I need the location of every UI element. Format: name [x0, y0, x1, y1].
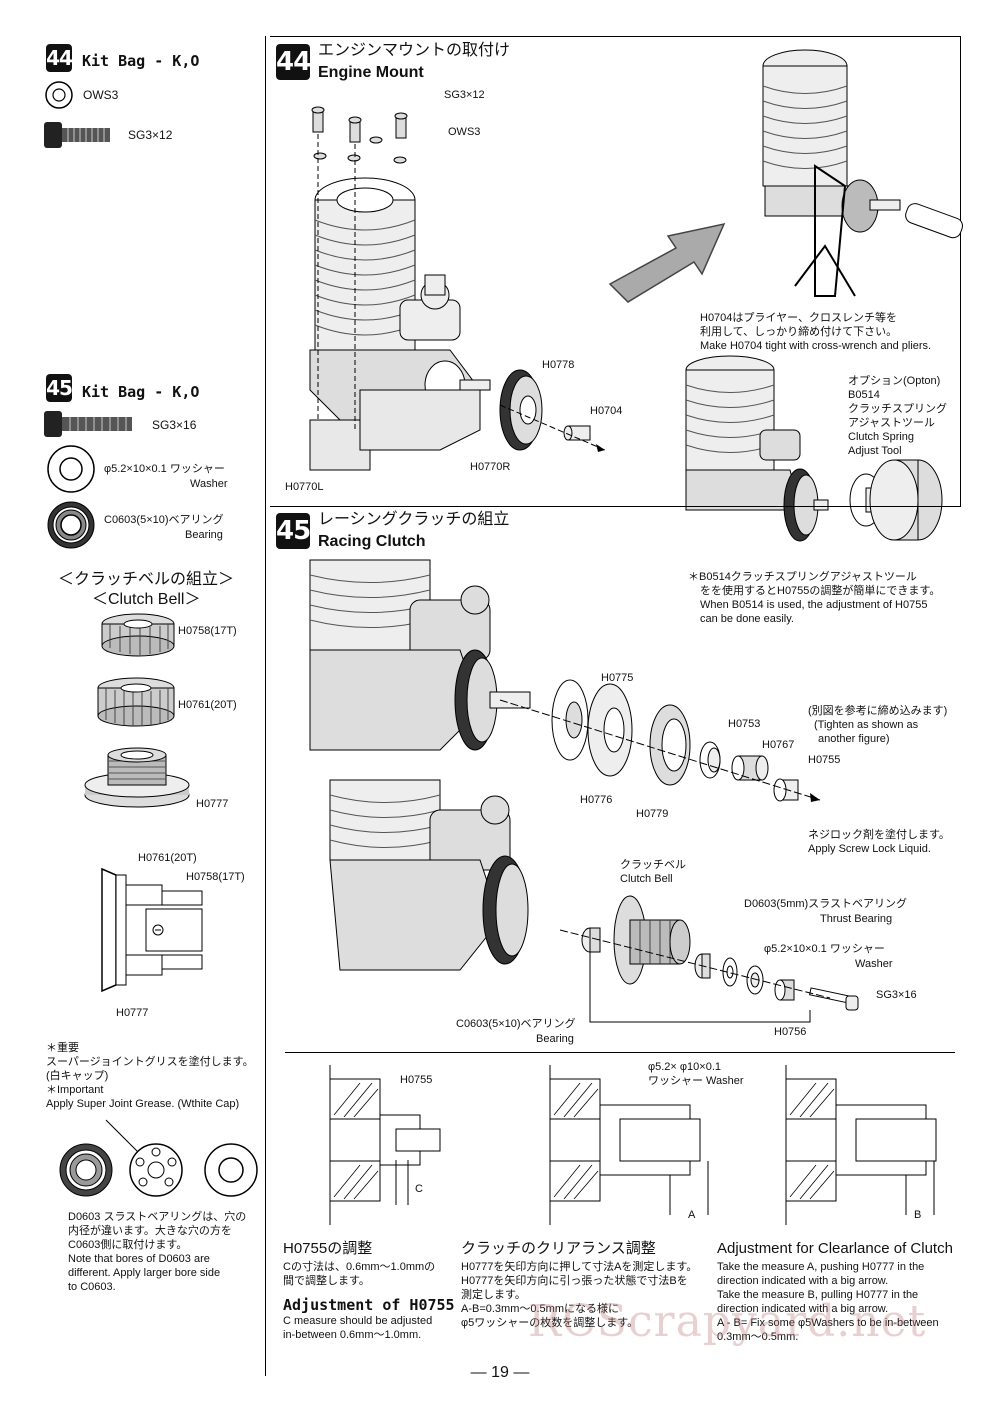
tighten-note: (別図を参考に締め込みます) (Tighten as shown as anot… [808, 705, 948, 745]
clutch-bell-heading-jp: ＜クラッチベルの組立＞ [58, 571, 235, 588]
em-h0704-label: H0704 [590, 405, 623, 417]
d0603-note: D0603 スラストベアリングは、穴の 内径が違います。大きな穴の方を C060… [68, 1211, 247, 1293]
rc-h0755-label: H0755 [808, 754, 841, 766]
racing-clutch-title-en: Racing Clutch [318, 533, 426, 550]
em-ows3-label: OWS3 [448, 126, 481, 138]
rc-h0775-label: H0775 [601, 672, 634, 684]
screw-lock-note: ネジロック剤を塗付します。 Apply Screw Lock Liquid. [808, 829, 950, 855]
engine-mount-drawing [309, 106, 606, 471]
adj-a-dim-label: A [688, 1209, 696, 1221]
adj-washer-label-1: φ5.2× φ10×0.1 [648, 1061, 721, 1073]
watermark: RCScrapyard.net [528, 1296, 927, 1347]
engine-mount-title-jp: エンジンマウントの取付け [318, 42, 511, 59]
h0761-label: H0761(20T) [178, 699, 237, 711]
b0514-note: ＊B0514クラッチスプリングアジャストツール をを使用するとH0755の調整が… [688, 571, 941, 625]
bearing-sublabel: Bearing [185, 529, 223, 541]
rc-thrust-en-label: Thrust Bearing [820, 913, 893, 925]
rc-bearing-jp-label: C0603(5×10)ベアリング [456, 1018, 576, 1030]
grease-parts-icon [59, 1119, 258, 1197]
racing-clutch-lower-drawing [329, 779, 859, 1023]
rc-washer-jp-label: φ5.2×10×0.1 ワッシャー [764, 943, 885, 955]
racing-clutch-title-jp: レーシングクラッチの組立 [318, 511, 510, 528]
clearance-title-en: Adjustment for Clearlance of Clutch [717, 1240, 953, 1257]
rc-h0776-label: H0776 [580, 794, 613, 806]
step-44-badge: 44 [46, 44, 73, 72]
gear-17t-icon [101, 613, 175, 657]
adjust-tool-drawing [685, 355, 943, 542]
page-number: — 19 — [470, 1364, 530, 1381]
h0755-adjust-title-jp: H0755の調整 [283, 1240, 373, 1257]
clearance-title-jp: クラッチのクリアランス調整 [461, 1240, 656, 1257]
em-h0770r-label: H0770R [470, 461, 511, 473]
clutch-bell-heading-en: ＜Clutch Bell＞ [92, 591, 201, 608]
washer-sublabel: Washer [190, 478, 228, 490]
ows3-washer-icon [45, 81, 73, 109]
h0777-label: H0777 [196, 798, 229, 810]
h0755-adjust-text-jp: Cの寸法は、0.6mm～1.0mmの 間で調整します。 [283, 1261, 436, 1287]
h0755-section-figure [329, 1065, 441, 1225]
adjust-top-rule [285, 1052, 955, 1053]
clearance-text-en: Take the measure A, pushing H0777 in the… [717, 1261, 939, 1343]
engine-mount-step-badge: 44 [276, 44, 311, 80]
sg3x16-label: SG3×16 [152, 418, 197, 432]
rc-sg3x16-label: SG3×16 [876, 989, 917, 1001]
ows3-label: OWS3 [83, 88, 119, 102]
bearing-icon [47, 501, 95, 549]
bearing-label: C0603(5×10)ベアリング [104, 514, 224, 526]
sg3x16-screw-icon [44, 411, 132, 437]
rc-thrust-jp-label: D0603(5mm)スラストベアリング [744, 898, 907, 910]
rc-bell-jp-label: クラッチベル [620, 859, 686, 871]
em-h0770l-label: H0770L [285, 481, 324, 493]
section-h0761-label: H0761(20T) [138, 852, 197, 864]
rc-bell-en-label: Clutch Bell [620, 873, 673, 885]
adj-c-dim-label: C [415, 1183, 423, 1195]
rc-h0779-label: H0779 [636, 808, 669, 820]
em-sg3x12-label: SG3×12 [444, 89, 485, 101]
rc-h0756-label: H0756 [774, 1026, 807, 1038]
h0755-adjust-text-en: C measure should be adjusted in-between … [283, 1315, 433, 1341]
clearance-text-jp: H0777を矢印方向に押して寸法Aを測定します。 H0777を矢印方向に引っ張っ… [461, 1261, 698, 1329]
engine-mount-title-en: Engine Mount [318, 64, 424, 81]
step-45-badge: 45 [46, 374, 73, 402]
tightening-drawing [762, 49, 963, 297]
rc-h0753-label: H0753 [728, 718, 761, 730]
washer-label: φ5.2×10×0.1 ワッシャー [104, 463, 225, 475]
clutch-bell-hub-icon [84, 747, 190, 808]
clutch-bell-section-drawing [101, 867, 203, 993]
kit-bag-label-45: Kit Bag - K,O [82, 383, 200, 401]
h0755-adjust-title-en: Adjustment of H0755 [283, 1296, 455, 1314]
racing-clutch-frame [270, 506, 960, 1051]
section-h0758-label: H0758(17T) [186, 871, 245, 883]
clearance-b-figure [785, 1065, 937, 1225]
option-tool-note: オプション(Opton) B0514 クラッチスプリング アジャストツール Cl… [848, 375, 947, 457]
big-arrow-icon [608, 222, 726, 303]
rc-washer-en-label: Washer [855, 958, 893, 970]
washer-icon [47, 445, 95, 493]
section-h0777-label: H0777 [116, 1007, 149, 1019]
sg3x12-label: SG3×12 [128, 128, 173, 142]
h0704-note: H0704はプライヤー、クロスレンチ等を 利用して、しっかり締め付けて下さい。 … [700, 312, 932, 352]
clearance-a-figure [549, 1065, 709, 1225]
sg3x12-screw-icon [44, 122, 110, 148]
racing-clutch-step-badge: 45 [276, 513, 311, 549]
adj-b-dim-label: B [914, 1209, 922, 1221]
kit-bag-label: Kit Bag - K,O [82, 52, 200, 70]
rc-bearing-en-label: Bearing [536, 1033, 574, 1045]
racing-clutch-upper-drawing [309, 559, 821, 802]
adj-h0755-label: H0755 [400, 1074, 433, 1086]
adj-washer-label-2: ワッシャー Washer [648, 1075, 744, 1087]
engine-mount-frame [270, 36, 961, 507]
column-divider [265, 36, 266, 1376]
important-note: ＊重要 スーパージョイントグリスを塗付します。 (白キャップ) ＊Importa… [46, 1042, 254, 1110]
rc-h0767-label: H0767 [762, 739, 795, 751]
h0758-label: H0758(17T) [178, 625, 237, 637]
em-h0778-label: H0778 [542, 359, 575, 371]
gear-20t-icon [97, 677, 175, 727]
